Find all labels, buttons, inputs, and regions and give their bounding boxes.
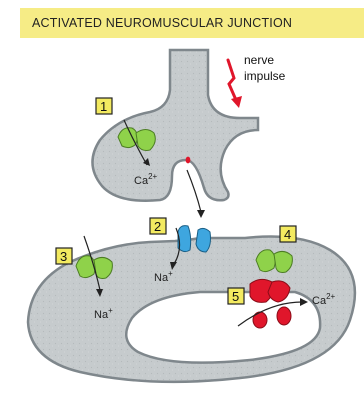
step-3-number: 3 [60,249,67,264]
step-2-number: 2 [154,219,161,234]
muscle-fiber [28,237,355,382]
nerve-label: nerve [244,53,274,67]
impulse-label: impulse [244,69,286,83]
calcium-release-arrowhead [300,298,308,306]
transmitter-path-arrowhead [197,210,205,218]
acetylcholine-droplet [186,157,191,164]
step-4-number: 4 [284,227,291,242]
nerve-impulse-arrow [228,60,236,100]
step-1-number: 1 [100,99,107,114]
nerve-impulse-arrowhead [231,96,242,108]
calcium-release-arrow [238,302,302,326]
step-5-number: 5 [232,289,239,304]
